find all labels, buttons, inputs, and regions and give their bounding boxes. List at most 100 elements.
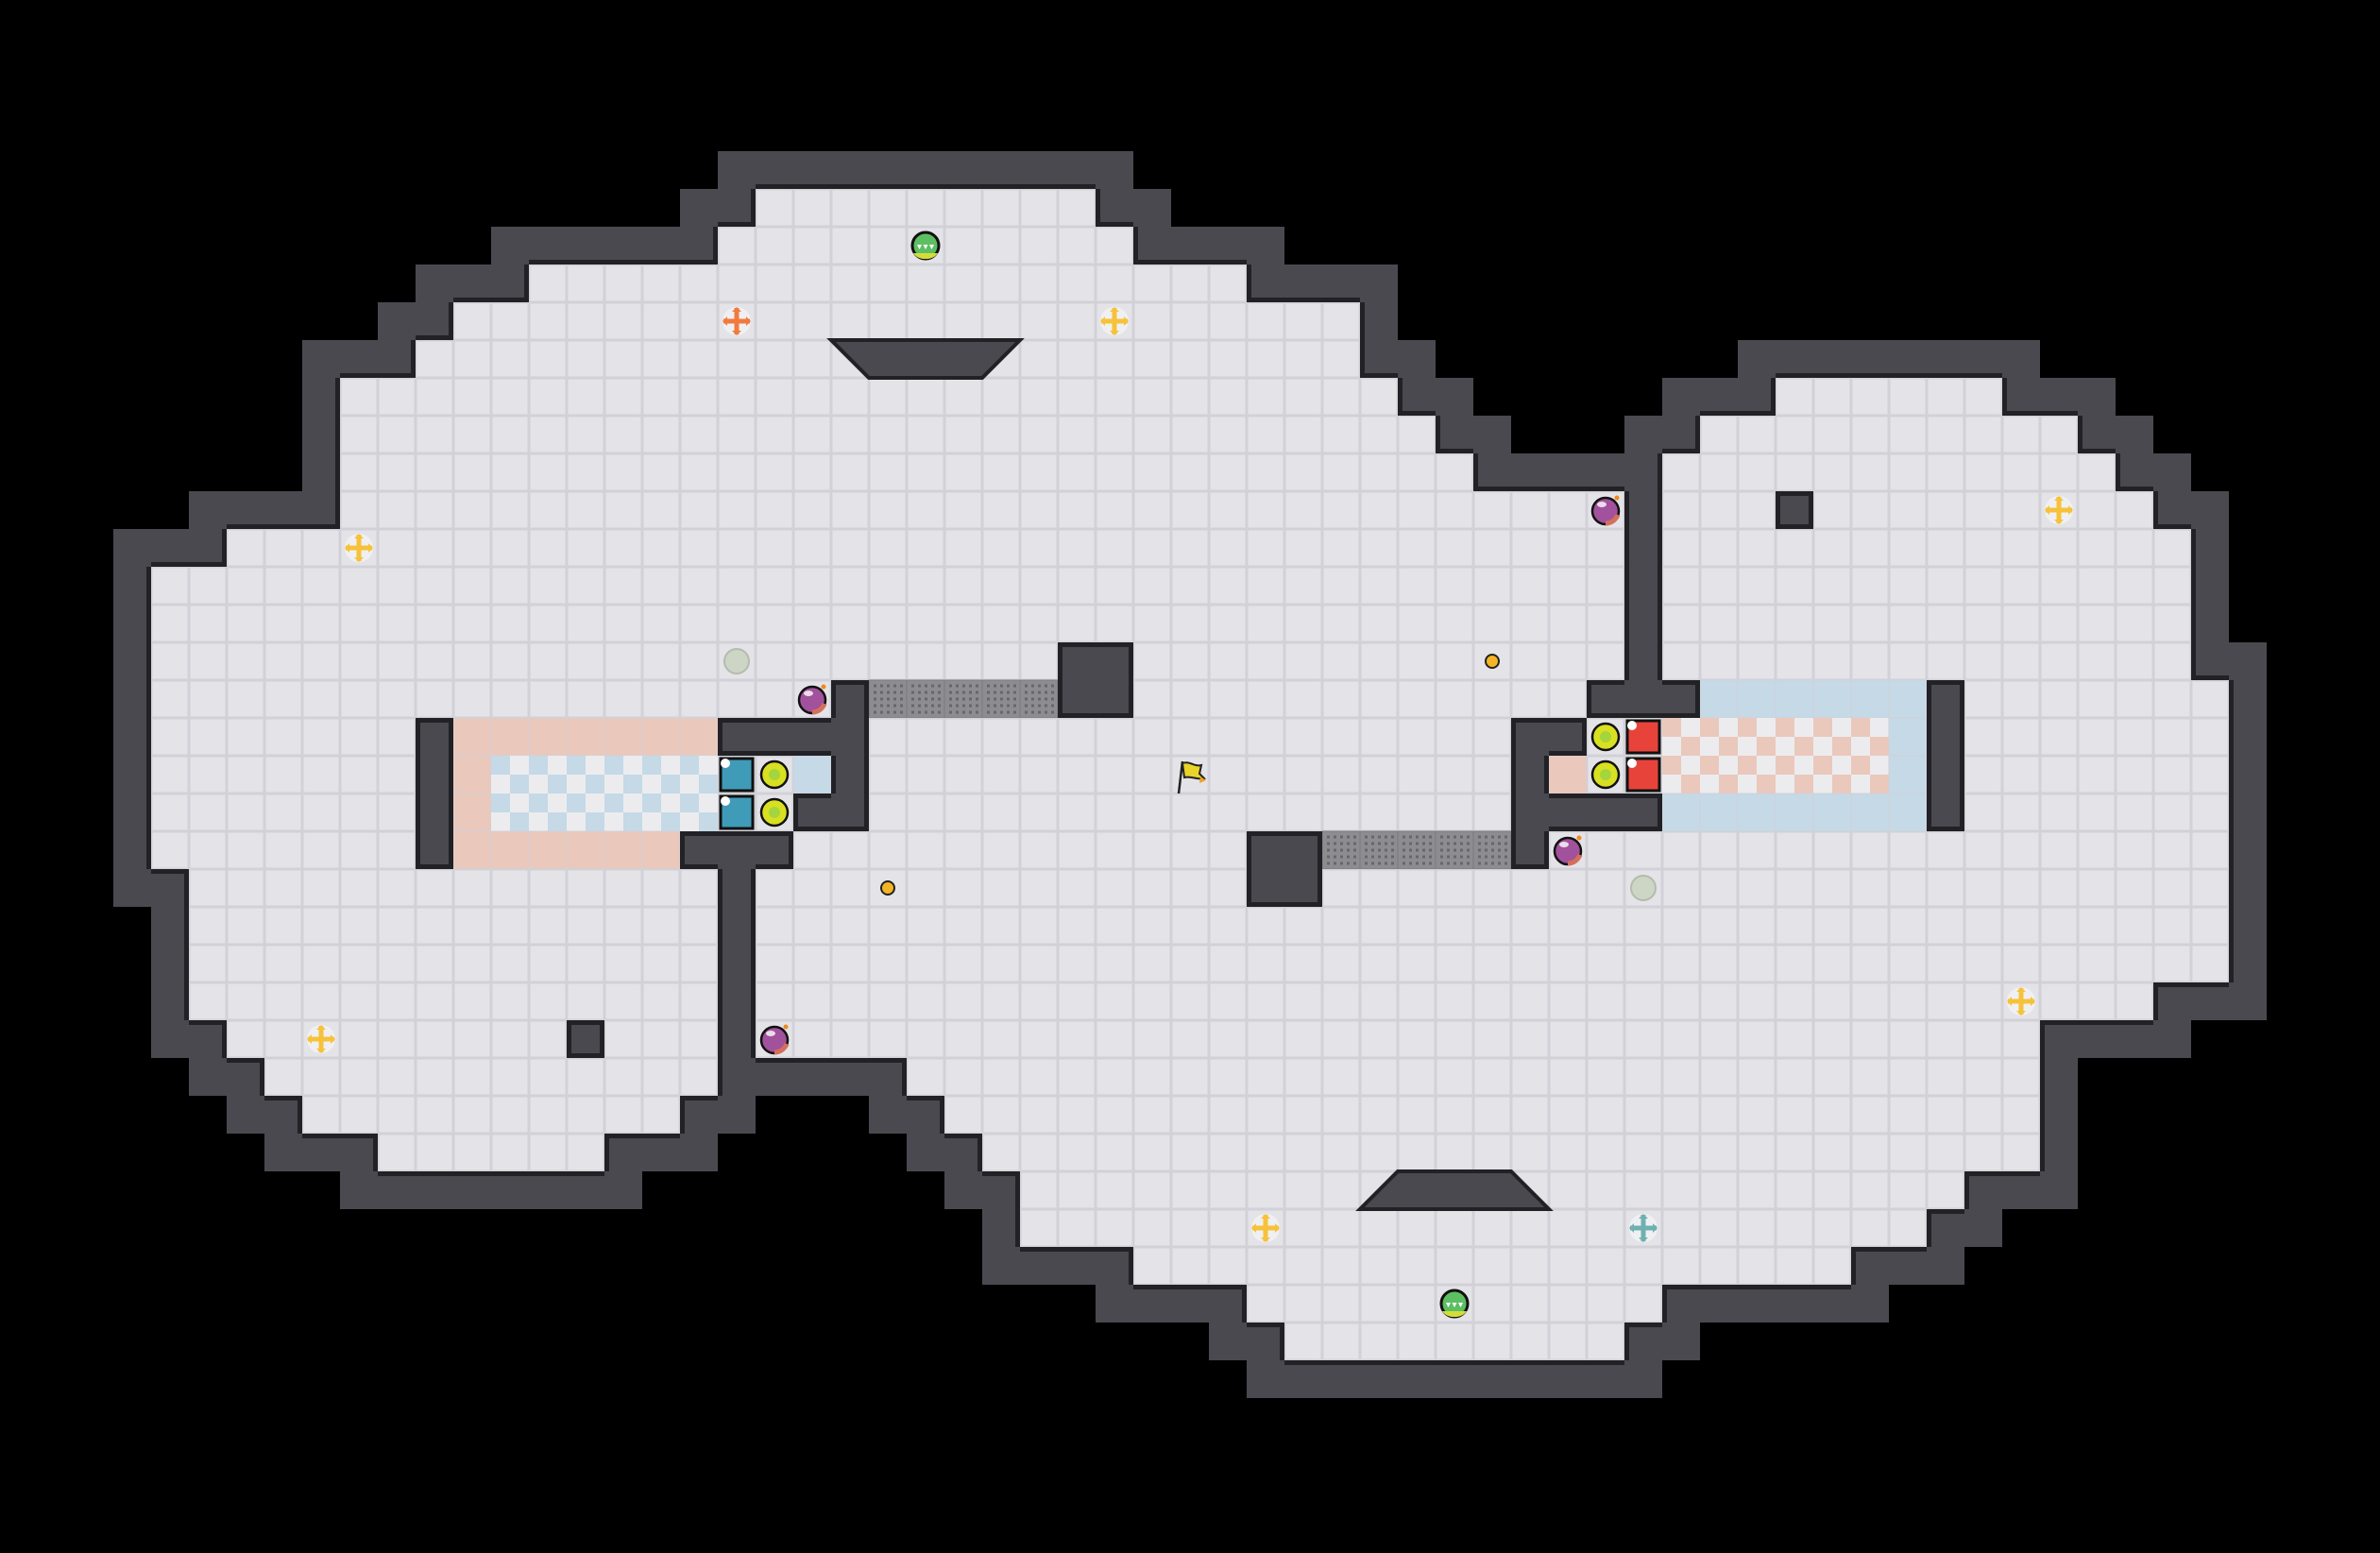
floor-tile: [604, 907, 642, 945]
wall-tile: [2040, 1171, 2078, 1209]
floor-tile: [378, 945, 416, 982]
floor-tile: [1360, 1134, 1398, 1171]
floor-tile: [2191, 869, 2229, 907]
floor-tile: [1889, 1058, 1927, 1096]
floor-tile: [529, 907, 567, 945]
floor-tile: [1511, 1285, 1549, 1323]
wall-tile: [1662, 378, 1700, 416]
floor-tile: [1058, 567, 1096, 605]
floor-tile: [982, 567, 1020, 605]
floor-tile: [189, 605, 227, 642]
wall-tile: [718, 907, 756, 945]
floor-tile: [1624, 982, 1662, 1020]
floor-tile: [1587, 1058, 1624, 1096]
checker-square: [661, 756, 680, 775]
wall-tile: [151, 982, 189, 1020]
floor-tile: [907, 491, 944, 529]
floor-tile: [869, 945, 907, 982]
floor-tile: [1927, 416, 1964, 453]
floor-tile: [227, 869, 264, 907]
floor-tile: [1058, 605, 1096, 642]
floor-tile: [302, 945, 340, 982]
checker-square: [1700, 775, 1719, 794]
floor-tile: [1322, 945, 1360, 982]
floor-tile: [604, 567, 642, 605]
floor-tile: [604, 945, 642, 982]
checker-square: [1870, 775, 1889, 794]
floor-tile: [831, 869, 869, 907]
floor-tile: [1511, 1209, 1549, 1247]
floor-tile: [1511, 529, 1549, 567]
floor-tile: [1133, 302, 1171, 340]
floor-tile: [907, 378, 944, 416]
floor-tile: [680, 302, 718, 340]
wall-tile: [680, 831, 718, 869]
gate-tile: [1359, 830, 1399, 870]
floor-tile: [491, 491, 529, 529]
inactive-portal-icon: [1630, 875, 1657, 901]
floor-tile: [718, 378, 756, 416]
floor-tile: [1738, 1020, 1776, 1058]
floor-tile: [907, 982, 944, 1020]
flag-cloth: [1181, 761, 1206, 780]
checker-square: [1851, 737, 1870, 756]
floor-tile: [1851, 869, 1889, 907]
floor-tile: [189, 945, 227, 982]
wall-tile: [113, 794, 151, 831]
checker-square: [1776, 718, 1794, 737]
floor-tile: [1889, 982, 1927, 1020]
floor-tile: [2040, 680, 2078, 718]
wall-tile: [113, 605, 151, 642]
red-team-zone-tile: [528, 830, 568, 870]
floor-tile: [982, 491, 1020, 529]
wall-tile: [982, 1247, 1020, 1285]
floor-tile: [264, 982, 302, 1020]
blue-team-zone-tile: [1812, 679, 1852, 719]
floor-tile: [1209, 907, 1247, 945]
floor-tile: [907, 756, 944, 794]
floor-tile: [1360, 1058, 1398, 1096]
wall-tile: [1096, 151, 1133, 189]
floor-tile: [1624, 1096, 1662, 1134]
floor-tile: [680, 453, 718, 491]
speed-shade: [913, 253, 938, 260]
floor-tile: [1738, 831, 1776, 869]
floor-tile: [1284, 1058, 1322, 1096]
wall-tile: [1624, 605, 1662, 642]
floor-tile: [1284, 1134, 1322, 1171]
floor-tile: [1322, 529, 1360, 567]
floor-tile: [1096, 982, 1133, 1020]
floor-tile: [1549, 945, 1587, 982]
floor-tile: [869, 416, 907, 453]
bomb-shade: [1605, 513, 1621, 526]
floor-tile: [1058, 1096, 1096, 1134]
floor-tile: [1436, 642, 1473, 680]
checker-square: [586, 756, 604, 775]
floor-tile: [1322, 605, 1360, 642]
checker-square: [680, 756, 699, 775]
floor-tile: [1133, 831, 1171, 869]
floor-tile: [2002, 453, 2040, 491]
floor-tile: [944, 302, 982, 340]
floor-tile: [907, 605, 944, 642]
checker-square: [548, 756, 567, 775]
floor-tile: [642, 416, 680, 453]
wall-tile: [642, 227, 680, 265]
red-team-zone-tile: [641, 717, 681, 757]
floor-tile: [793, 869, 831, 907]
floor-tile: [1284, 302, 1322, 340]
floor-tile: [302, 718, 340, 756]
floor-tile: [982, 945, 1020, 982]
powerup-cross: [346, 535, 372, 561]
floor-tile: [1511, 567, 1549, 605]
floor-tile: [340, 1020, 378, 1058]
floor-tile: [1662, 529, 1700, 567]
floor-tile: [793, 945, 831, 982]
checker-square: [1776, 737, 1794, 756]
floor-tile: [642, 1058, 680, 1096]
blue-endzone-checker-tile: [642, 756, 680, 794]
checker-square: [699, 794, 718, 812]
blue-team-zone-tile: [1888, 793, 1928, 832]
wall-tile: [1624, 642, 1662, 680]
floor-tile: [416, 982, 453, 1020]
